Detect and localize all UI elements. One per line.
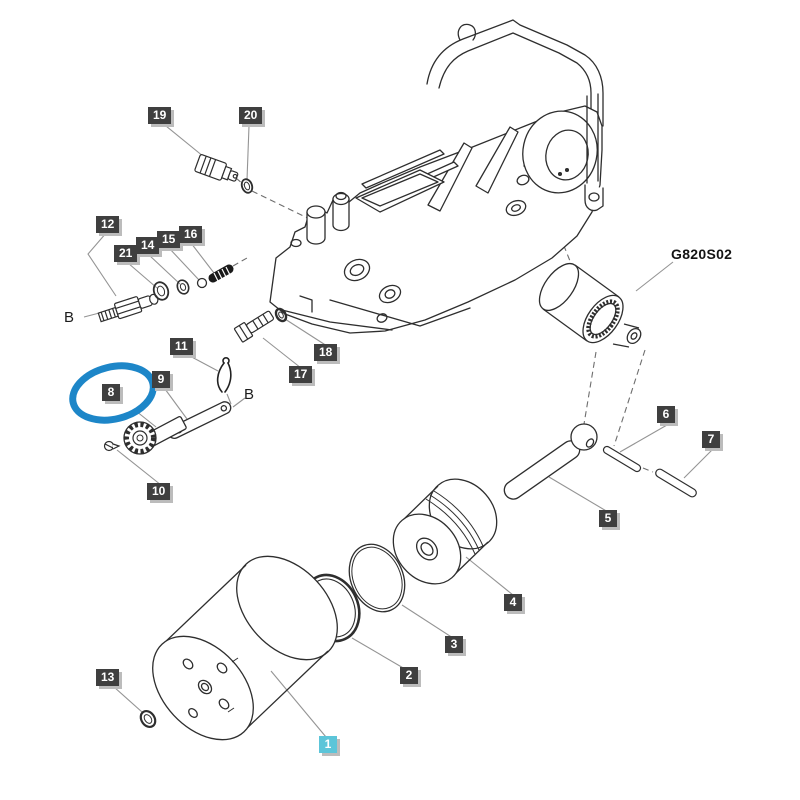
backup-ring-part-3 — [348, 543, 406, 613]
part-label-18: 18 — [314, 344, 338, 361]
reference-code: G820S02 — [671, 246, 733, 262]
pin-part-6 — [602, 445, 642, 473]
adjuster-knob-part-8 — [123, 416, 187, 455]
washer-part-14 — [176, 279, 190, 295]
part-label-6: 6 — [657, 406, 675, 423]
ball-part-15 — [196, 277, 208, 289]
part-label-19: 19 — [148, 107, 172, 124]
lift-rod-part-5 — [503, 423, 598, 500]
oring-part-20 — [240, 178, 254, 194]
screw-part-10 — [103, 440, 121, 452]
part-label-21: 21 — [114, 245, 138, 262]
sensor-switch-part-b — [97, 293, 159, 323]
part-label-12: 12 — [96, 216, 120, 233]
leader-lines — [83, 125, 713, 738]
cotter-pin-part-11 — [216, 357, 232, 393]
part-label-8: 8 — [102, 384, 120, 401]
part-label-4: 4 — [504, 594, 522, 611]
part-label-13: 13 — [96, 669, 120, 686]
washer-part-21 — [152, 281, 170, 301]
piston-part-4 — [392, 478, 498, 585]
part-label-5: 5 — [599, 510, 617, 527]
view-marker-b-right: B — [244, 386, 255, 403]
seal-ring-part-13 — [139, 710, 157, 728]
part-label-3: 3 — [445, 636, 463, 653]
part-label-15: 15 — [157, 231, 181, 248]
part-label-11: 11 — [170, 338, 193, 355]
bolt-part-17 — [233, 310, 274, 343]
pin-part-7 — [655, 468, 697, 498]
part-label-1-highlighted: 1 — [319, 736, 337, 753]
part-label-17: 17 — [289, 366, 313, 383]
fitting-part-19 — [194, 154, 239, 182]
view-marker-b-left: B — [64, 309, 75, 326]
cylinder-part-1 — [152, 555, 338, 741]
coupler-g820s02 — [538, 263, 642, 348]
part-label-9: 9 — [152, 371, 170, 388]
part-label-2: 2 — [400, 667, 418, 684]
spring-part-16 — [208, 264, 234, 283]
part-label-10: 10 — [147, 483, 171, 500]
hydraulic-lift-housing — [269, 19, 604, 334]
part-label-16: 16 — [179, 226, 203, 243]
washer-part-18 — [274, 307, 288, 323]
part-label-14: 14 — [136, 237, 160, 254]
part-label-7: 7 — [702, 431, 720, 448]
part-label-20: 20 — [239, 107, 263, 124]
